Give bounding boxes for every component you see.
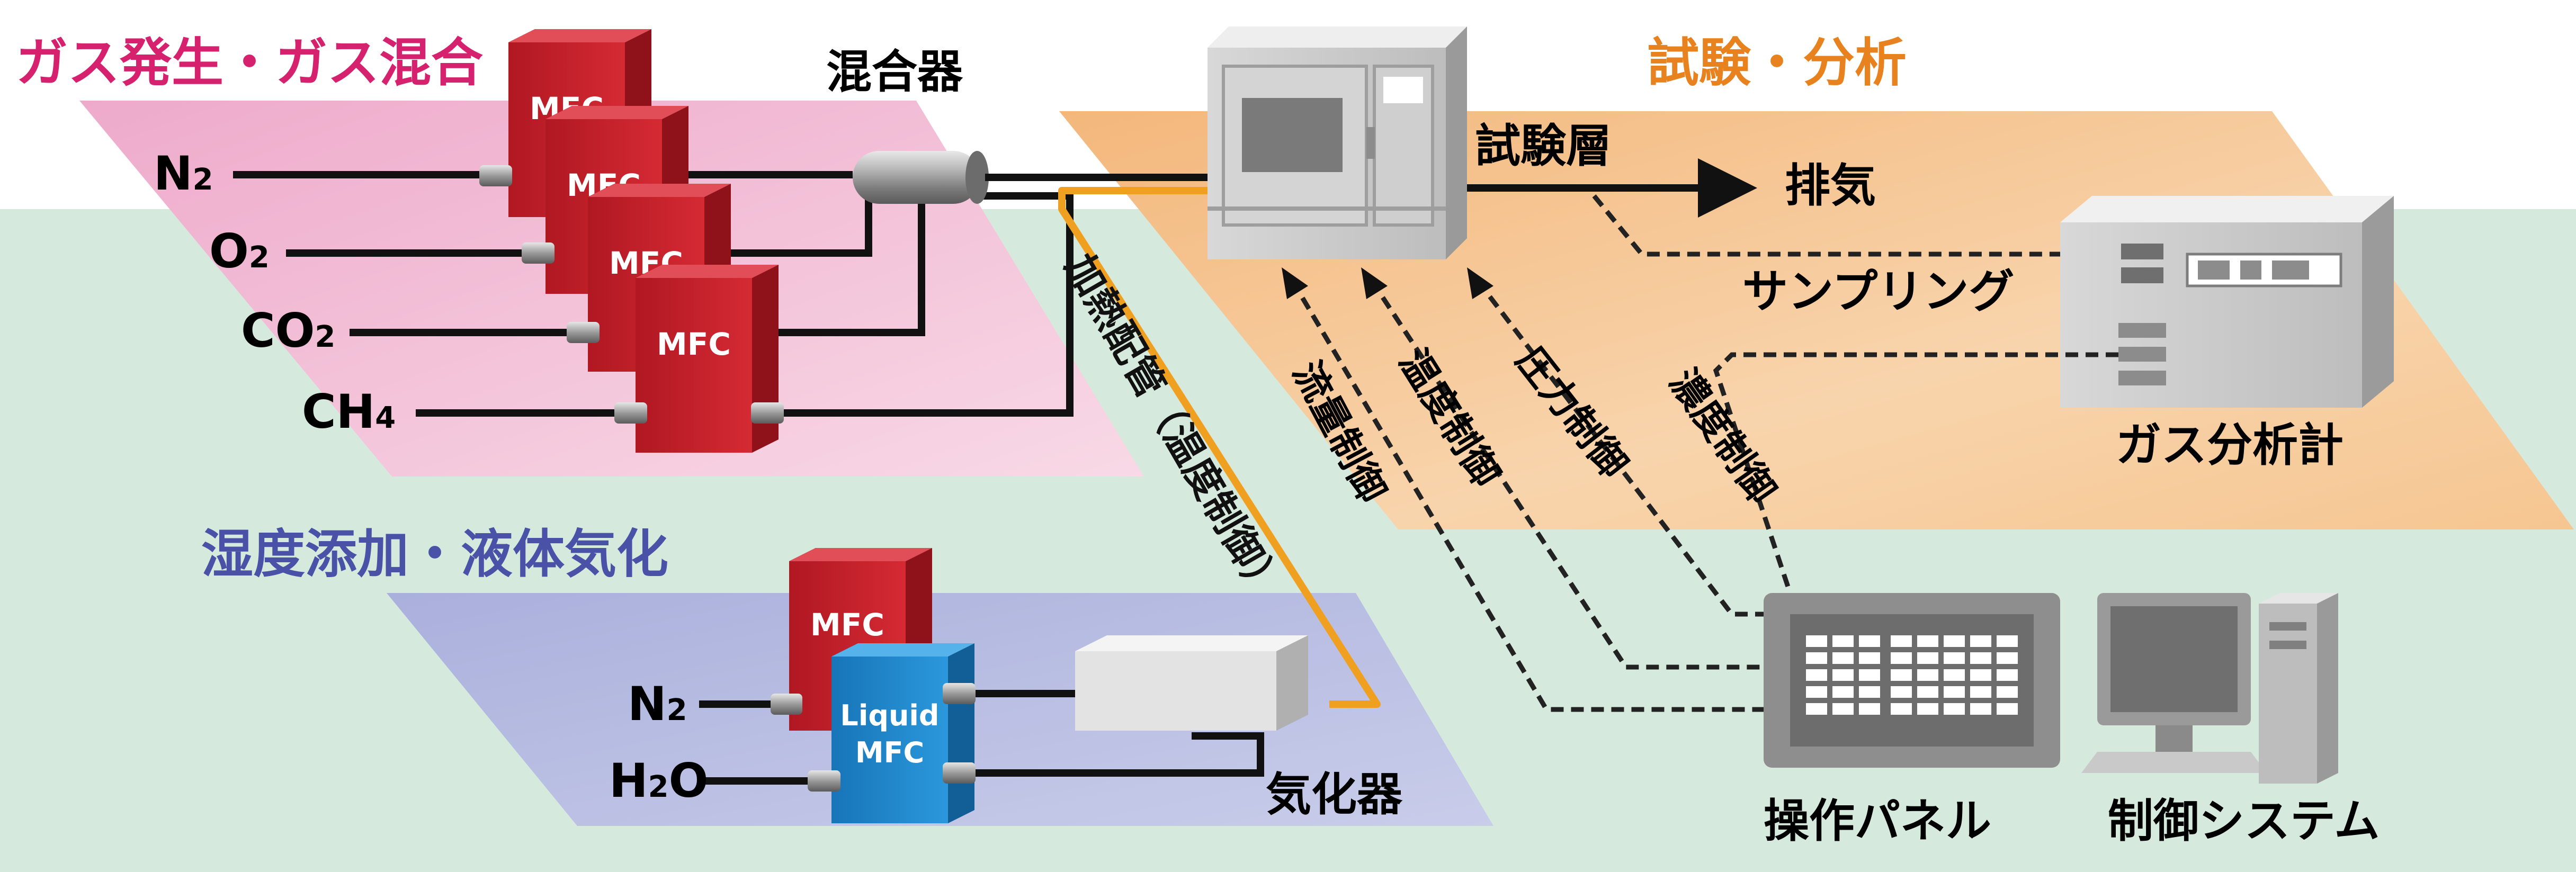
water-label-n2: N2 [628, 677, 687, 731]
operation-panel [1764, 593, 2060, 768]
test-chamber [1208, 26, 1467, 259]
gas-analyzer-label: ガス分析計 [2116, 419, 2344, 472]
liquid-mfc-block: Liquid MFC [808, 643, 976, 823]
operation-panel-label: 操作パネル [1764, 795, 1991, 848]
sampling-label: サンプリング [1742, 265, 2014, 318]
gas-label-ch4: CH4 [302, 384, 396, 439]
test-analysis-title: 試験・分析 [1647, 33, 1907, 93]
sampling-line [1592, 194, 2065, 257]
mixer [853, 151, 989, 204]
vaporizer [1075, 635, 1308, 731]
control-system [2081, 593, 2338, 784]
water-label-h2o: H2O [609, 753, 708, 808]
mfc-block-ch4: MFC [614, 265, 784, 453]
control-system-label: 制御システム [2108, 795, 2380, 848]
svg-text:MFC: MFC [810, 607, 884, 643]
svg-text:MFC: MFC [657, 326, 731, 362]
svg-text:Liquid: Liquid [840, 699, 939, 732]
humidity-title: 湿度添加・液体気化 [201, 524, 668, 585]
gas-label-o2: O2 [209, 224, 270, 278]
chamber-label: 試験層 [1475, 120, 1612, 173]
gas-mixing-title: ガス発生・ガス混合 [16, 33, 483, 93]
exhaust-label: 排気 [1785, 159, 1876, 212]
gas-label-n2: N2 [154, 146, 213, 201]
gas-supply-lines [233, 171, 625, 417]
mfc-output-lines [678, 171, 1074, 417]
heated-pipe [1058, 187, 1381, 708]
mixer-label: 混合器 [826, 46, 963, 98]
control-arrowheads [1282, 267, 1493, 299]
control-lines [1290, 279, 2118, 712]
gas-analyzer [2060, 196, 2394, 408]
vaporizer-label: 気化器 [1266, 768, 1403, 821]
svg-text:MFC: MFC [855, 736, 924, 769]
gas-label-co2: CO2 [241, 303, 335, 358]
